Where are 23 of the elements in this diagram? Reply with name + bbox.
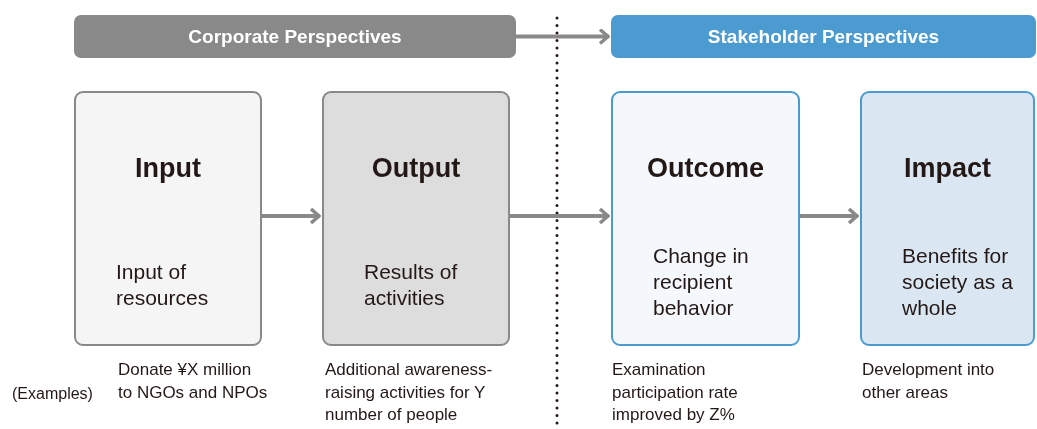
arrow [262,207,321,225]
stage-title: Impact [903,153,992,184]
header-band: Stakeholder Perspectives [611,15,1036,58]
example-text: Donate ¥X million to NGOs and NPOs [118,359,268,404]
arrow [800,207,859,225]
stage-description: Change in recipient behavior [653,243,750,321]
example-text: Additional awareness-raising activities for Y number of people [325,359,494,426]
examples-label: (Examples) [12,384,93,404]
example-text: Examination participation rate improved by Z% [612,359,739,426]
arrow [516,27,610,46]
stage-box [611,91,800,346]
stage-title: Input [134,153,202,184]
header-band: Corporate Perspectives [74,15,516,58]
stage-description: Input of resources [116,259,210,311]
stage-title: Outcome [646,153,765,184]
arrow [510,207,610,225]
stage-title: Output [370,153,462,184]
stage-description: Results of activities [364,259,459,311]
stage-box [322,91,510,346]
stage-box [860,91,1035,346]
example-text: Development into other areas [862,359,996,404]
stage-box [74,91,262,346]
stage-description: Benefits for society as a whole [902,243,1014,321]
